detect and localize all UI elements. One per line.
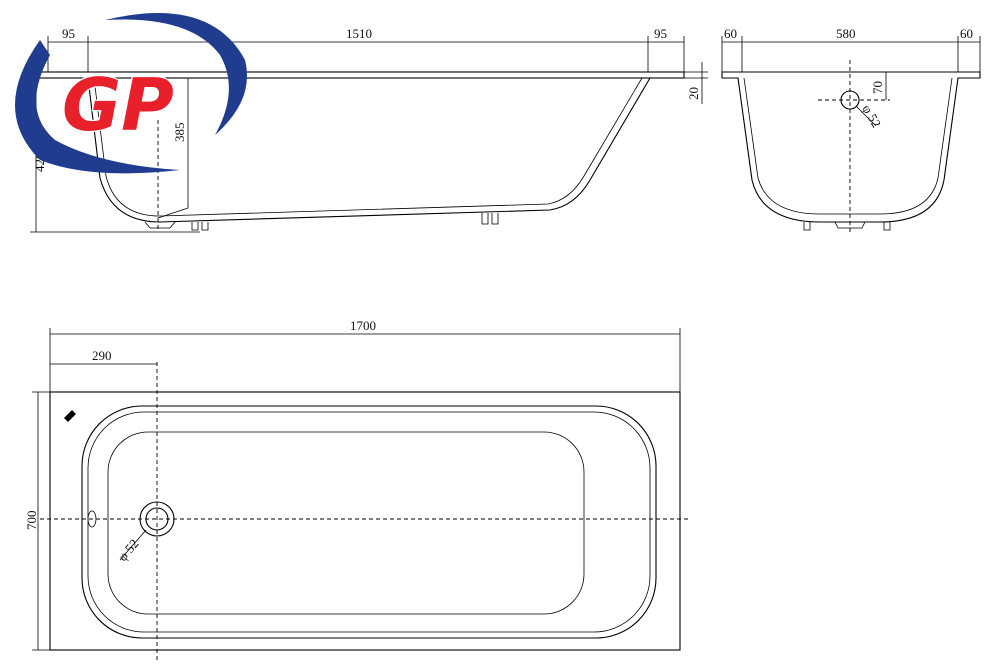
- side-dim-drain-height: 385: [172, 123, 187, 143]
- top-dim-total-width: 700: [24, 511, 39, 531]
- end-dim-right-rim: 60: [960, 26, 973, 41]
- side-body-outline: [87, 77, 651, 223]
- top-drain-leader: [119, 529, 147, 561]
- side-dim-right-rim: 95: [654, 26, 667, 41]
- end-body-outline: [721, 71, 981, 223]
- side-drain-leader: [157, 207, 189, 219]
- end-foot-right: [883, 222, 891, 231]
- end-dim-overflow-drop: 70: [870, 81, 885, 94]
- logo-swoosh-left: [15, 40, 180, 174]
- end-view: φ 52 70 60 580 60: [721, 26, 981, 232]
- side-dim-left-rim: 95: [62, 26, 75, 41]
- side-dim-length: 1510: [346, 26, 372, 41]
- side-view: 95 1510 95 20 420 385: [30, 26, 708, 233]
- end-foot-left: [803, 222, 811, 231]
- logo-swoosh-top: [105, 13, 247, 135]
- end-body-inner: [743, 77, 953, 215]
- logo-text: GP: [62, 63, 174, 147]
- end-dim-overflow-diameter: φ 52: [859, 102, 884, 130]
- end-dim-width: 580: [836, 26, 856, 41]
- side-foot-left: [191, 222, 209, 231]
- top-tap-marker: [64, 410, 76, 422]
- side-drain: [144, 221, 176, 229]
- top-dim-drain-offset: 290: [92, 348, 112, 363]
- top-basin-inner: [87, 411, 651, 633]
- top-outer-rim: [49, 391, 681, 651]
- gp-logo: GP: [15, 13, 247, 174]
- top-basin-outer: [81, 405, 657, 639]
- side-body-inner: [93, 77, 643, 217]
- end-overflow-leader: [855, 105, 877, 127]
- top-dim-total-length: 1700: [350, 318, 376, 333]
- top-bottom-floor: [107, 431, 585, 615]
- top-view: φ 52 1700 290 700: [24, 318, 688, 662]
- end-dim-left-rim: 60: [724, 26, 737, 41]
- side-foot-right: [481, 213, 499, 225]
- side-dim-rim-thickness: 20: [686, 87, 701, 100]
